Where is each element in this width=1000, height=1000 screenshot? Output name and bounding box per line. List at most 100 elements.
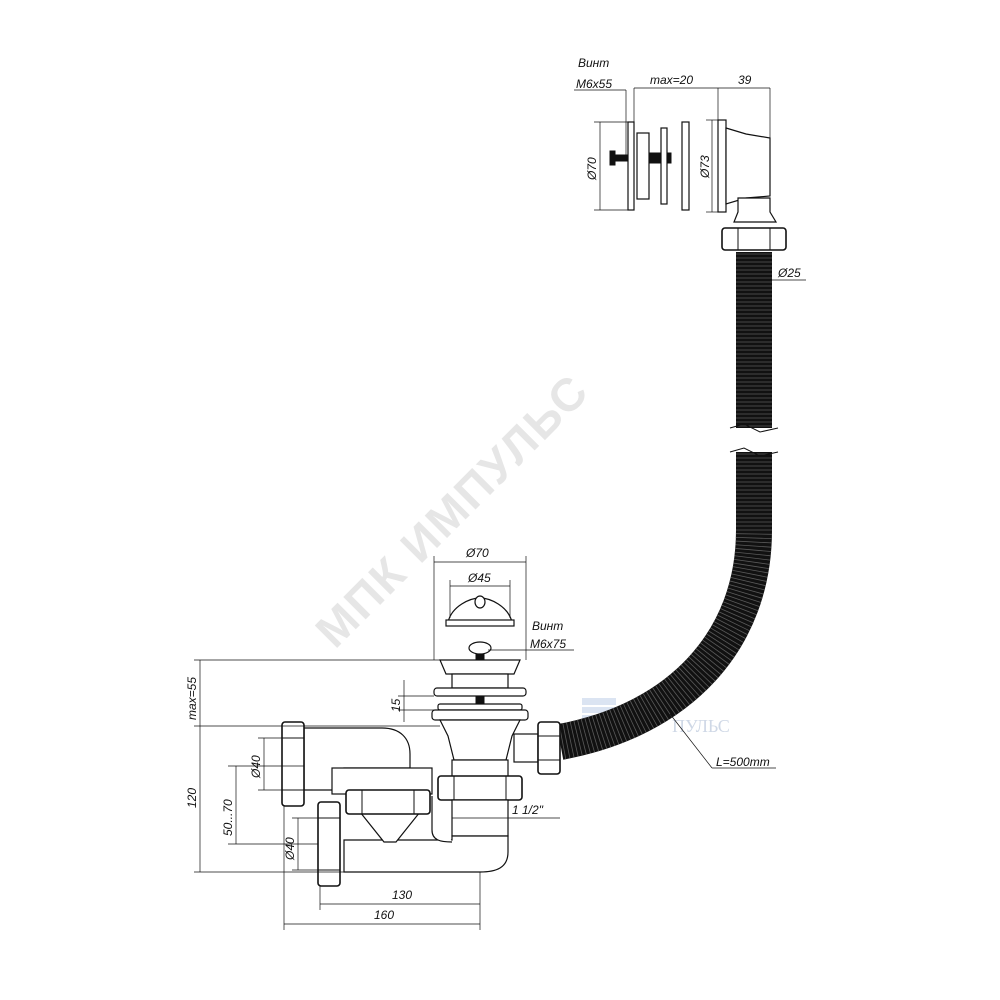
dim-dia-25: Ø25 [772, 266, 806, 281]
hose-rib [710, 627, 742, 647]
hose-rib [731, 573, 767, 582]
hose-rib [685, 659, 713, 685]
hose-rib [733, 559, 770, 565]
top-screw-callout: Винт M6x55 [574, 56, 627, 155]
hose-rib [704, 636, 735, 658]
overflow-assembly [609, 119, 787, 251]
hose-rib [734, 551, 771, 557]
dim-160: 160 [283, 806, 480, 930]
dim-dia-73: Ø73 [698, 119, 718, 213]
hose-rib [715, 617, 748, 636]
hose-rib [708, 630, 740, 651]
dim-dia-73-label: Ø73 [698, 155, 712, 179]
hose-rib [584, 717, 595, 753]
dim-39-label: 39 [738, 73, 752, 87]
hose-rib [633, 698, 651, 731]
dim-dia-40-upper-label: Ø40 [249, 755, 263, 779]
hose-rib [655, 685, 677, 716]
dim-120: 120 [185, 726, 344, 873]
overflow-plate [627, 121, 635, 211]
drain-union-nut [437, 775, 523, 801]
dim-50-70: 50...70 [221, 765, 318, 845]
watermark-logo-text: ПУЛЬС [672, 716, 730, 736]
corrugated-hose [556, 252, 779, 760]
hose-rib [669, 674, 694, 703]
dim-15: 15 [389, 680, 438, 722]
hose-rib [652, 687, 673, 718]
overflow-screw [613, 154, 629, 162]
mid-screw-callout: Винт M6x75 [488, 619, 574, 651]
outlet-nut-upper [281, 721, 305, 807]
hose-rib [573, 720, 583, 756]
dim-dia-70-top-label: Ø70 [585, 157, 599, 181]
drain-top-flange [439, 659, 521, 675]
hose-rib [700, 642, 730, 665]
hose-rib [598, 713, 612, 748]
hose-rib [680, 664, 707, 691]
hose-rib [672, 671, 697, 700]
hose-rib [629, 700, 647, 733]
hose-rib [645, 691, 666, 723]
hose-rib [730, 577, 766, 587]
hose-rib [562, 723, 571, 759]
bottom-elbow [343, 835, 509, 873]
hose-rib [616, 706, 632, 740]
hose-rib [721, 604, 756, 620]
hose-rib [726, 591, 762, 603]
dim-thread-label: 1 1/2" [512, 803, 544, 817]
dim-dia-45-label: Ø45 [467, 571, 491, 585]
hose-connector-nut [537, 721, 561, 775]
drain-body [439, 719, 521, 761]
dim-120-label: 120 [185, 788, 199, 808]
trap-nut [345, 789, 431, 815]
trap-cone [358, 811, 422, 843]
hose-rib [735, 540, 772, 544]
hose-rib [675, 669, 701, 697]
hose-rib [733, 562, 770, 570]
hose-rib [725, 594, 760, 607]
overflow-gasket [681, 121, 690, 211]
hose-rib [702, 639, 732, 662]
hose-rib [612, 707, 628, 742]
overflow-body [636, 132, 650, 200]
dim-130: 130 [319, 872, 481, 930]
hose-rib [649, 689, 669, 721]
hose-rib [639, 694, 658, 727]
hose-rib [636, 696, 655, 729]
hose-rib [722, 601, 757, 616]
hose-rib [605, 710, 620, 745]
dim-max-55: max=55 [185, 659, 440, 727]
top-screw-title: Винт [578, 56, 609, 70]
dim-max-55-label: max=55 [185, 677, 199, 720]
hose-rib [569, 721, 579, 757]
dim-dia-40-lower-label: Ø40 [283, 837, 297, 861]
hose-rib [642, 693, 662, 725]
hose-rib [728, 584, 764, 595]
hose-rib [623, 703, 639, 737]
drain-gasket [433, 687, 527, 697]
dim-dia-70-top: Ø70 [585, 121, 628, 211]
dim-hose-length: L=500mm [669, 713, 776, 769]
hose-rib [588, 716, 600, 752]
hose-rib [566, 722, 575, 758]
dim-thread: 1 1/2" [452, 803, 560, 819]
overflow-nut [721, 227, 787, 251]
dim-hose-length-label: L=500mm [716, 755, 770, 769]
hose-rib [577, 719, 587, 755]
hose-rib [695, 648, 725, 672]
hose-rib [735, 548, 772, 552]
hose-rib [712, 624, 744, 643]
hose-rib [732, 566, 769, 574]
hose-rib [591, 715, 604, 751]
hose-rib [595, 714, 608, 749]
hose-rib [734, 555, 771, 561]
drain-screw-head [468, 641, 492, 655]
dim-dia-70-mid-label: Ø70 [465, 546, 489, 560]
hose-rib [724, 597, 759, 612]
dim-160-label: 160 [374, 908, 394, 922]
hose-rib [658, 683, 680, 713]
dim-dia-40-upper: Ø40 [249, 737, 282, 791]
overflow-elbow [725, 127, 771, 205]
hose-rib [619, 704, 635, 739]
